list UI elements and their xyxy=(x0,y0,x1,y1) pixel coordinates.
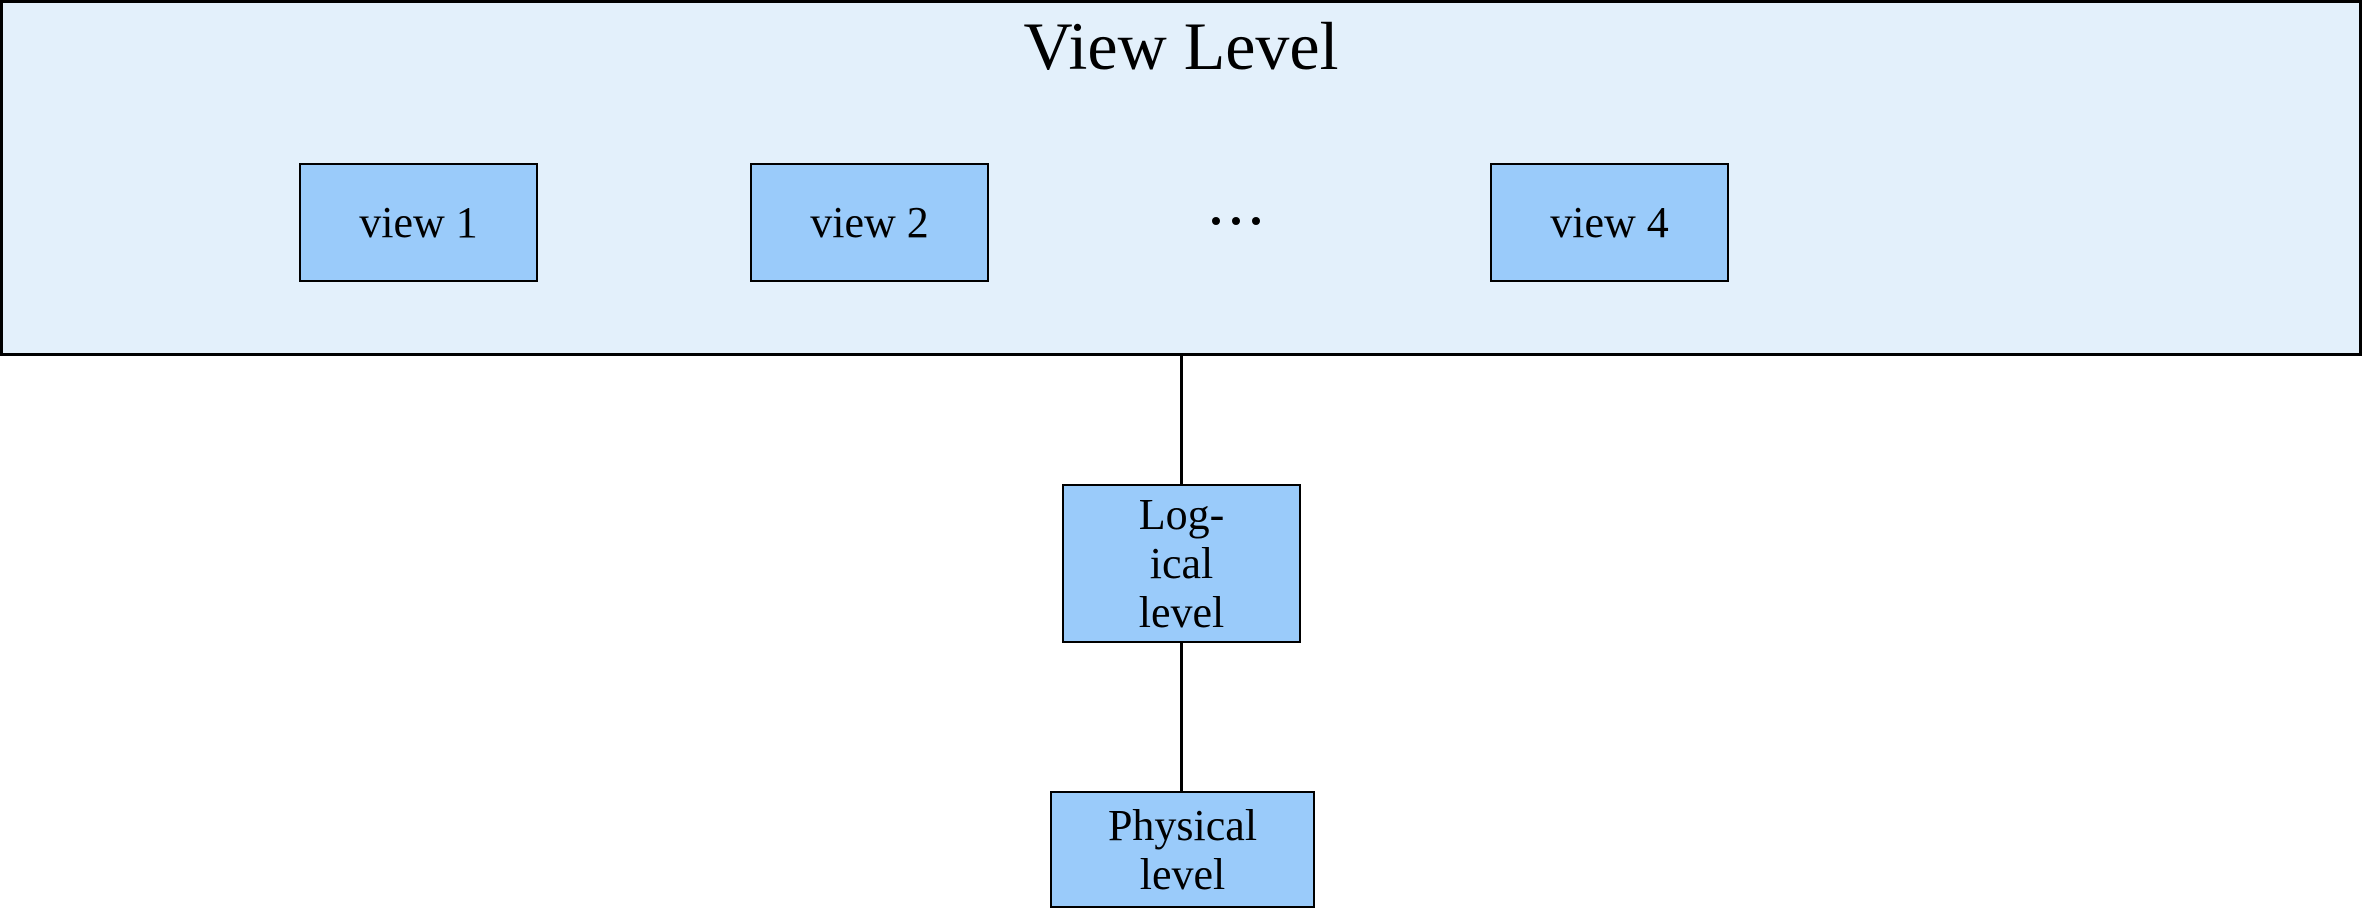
view-2-box: view 2 xyxy=(750,163,989,282)
connector-logical-to-physical xyxy=(1180,641,1183,793)
view-4-box: view 4 xyxy=(1490,163,1729,282)
view-2-label: view 2 xyxy=(810,198,929,247)
ellipsis-dot xyxy=(1252,217,1260,225)
logical-level-line: Log- xyxy=(1138,490,1225,539)
ellipsis-dot xyxy=(1212,217,1220,225)
logical-level-line: level xyxy=(1138,588,1225,637)
view-1-box: view 1 xyxy=(299,163,538,282)
physical-level-line: level xyxy=(1139,849,1226,899)
physical-level-box: Physical level xyxy=(1050,791,1315,908)
ellipsis-dot xyxy=(1232,217,1240,225)
logical-level-line: ical xyxy=(1149,539,1214,588)
view-level-title: View Level xyxy=(1023,8,1339,84)
view-1-label: view 1 xyxy=(359,198,478,247)
physical-level-line: Physical xyxy=(1107,800,1258,850)
view-4-label: view 4 xyxy=(1550,198,1669,247)
ellipsis-icon xyxy=(1212,216,1260,226)
connector-view-to-logical xyxy=(1180,354,1183,485)
logical-level-box: Log- ical level xyxy=(1062,484,1301,643)
view-level-container: View Level view 1 view 2 view 4 xyxy=(0,0,2362,356)
